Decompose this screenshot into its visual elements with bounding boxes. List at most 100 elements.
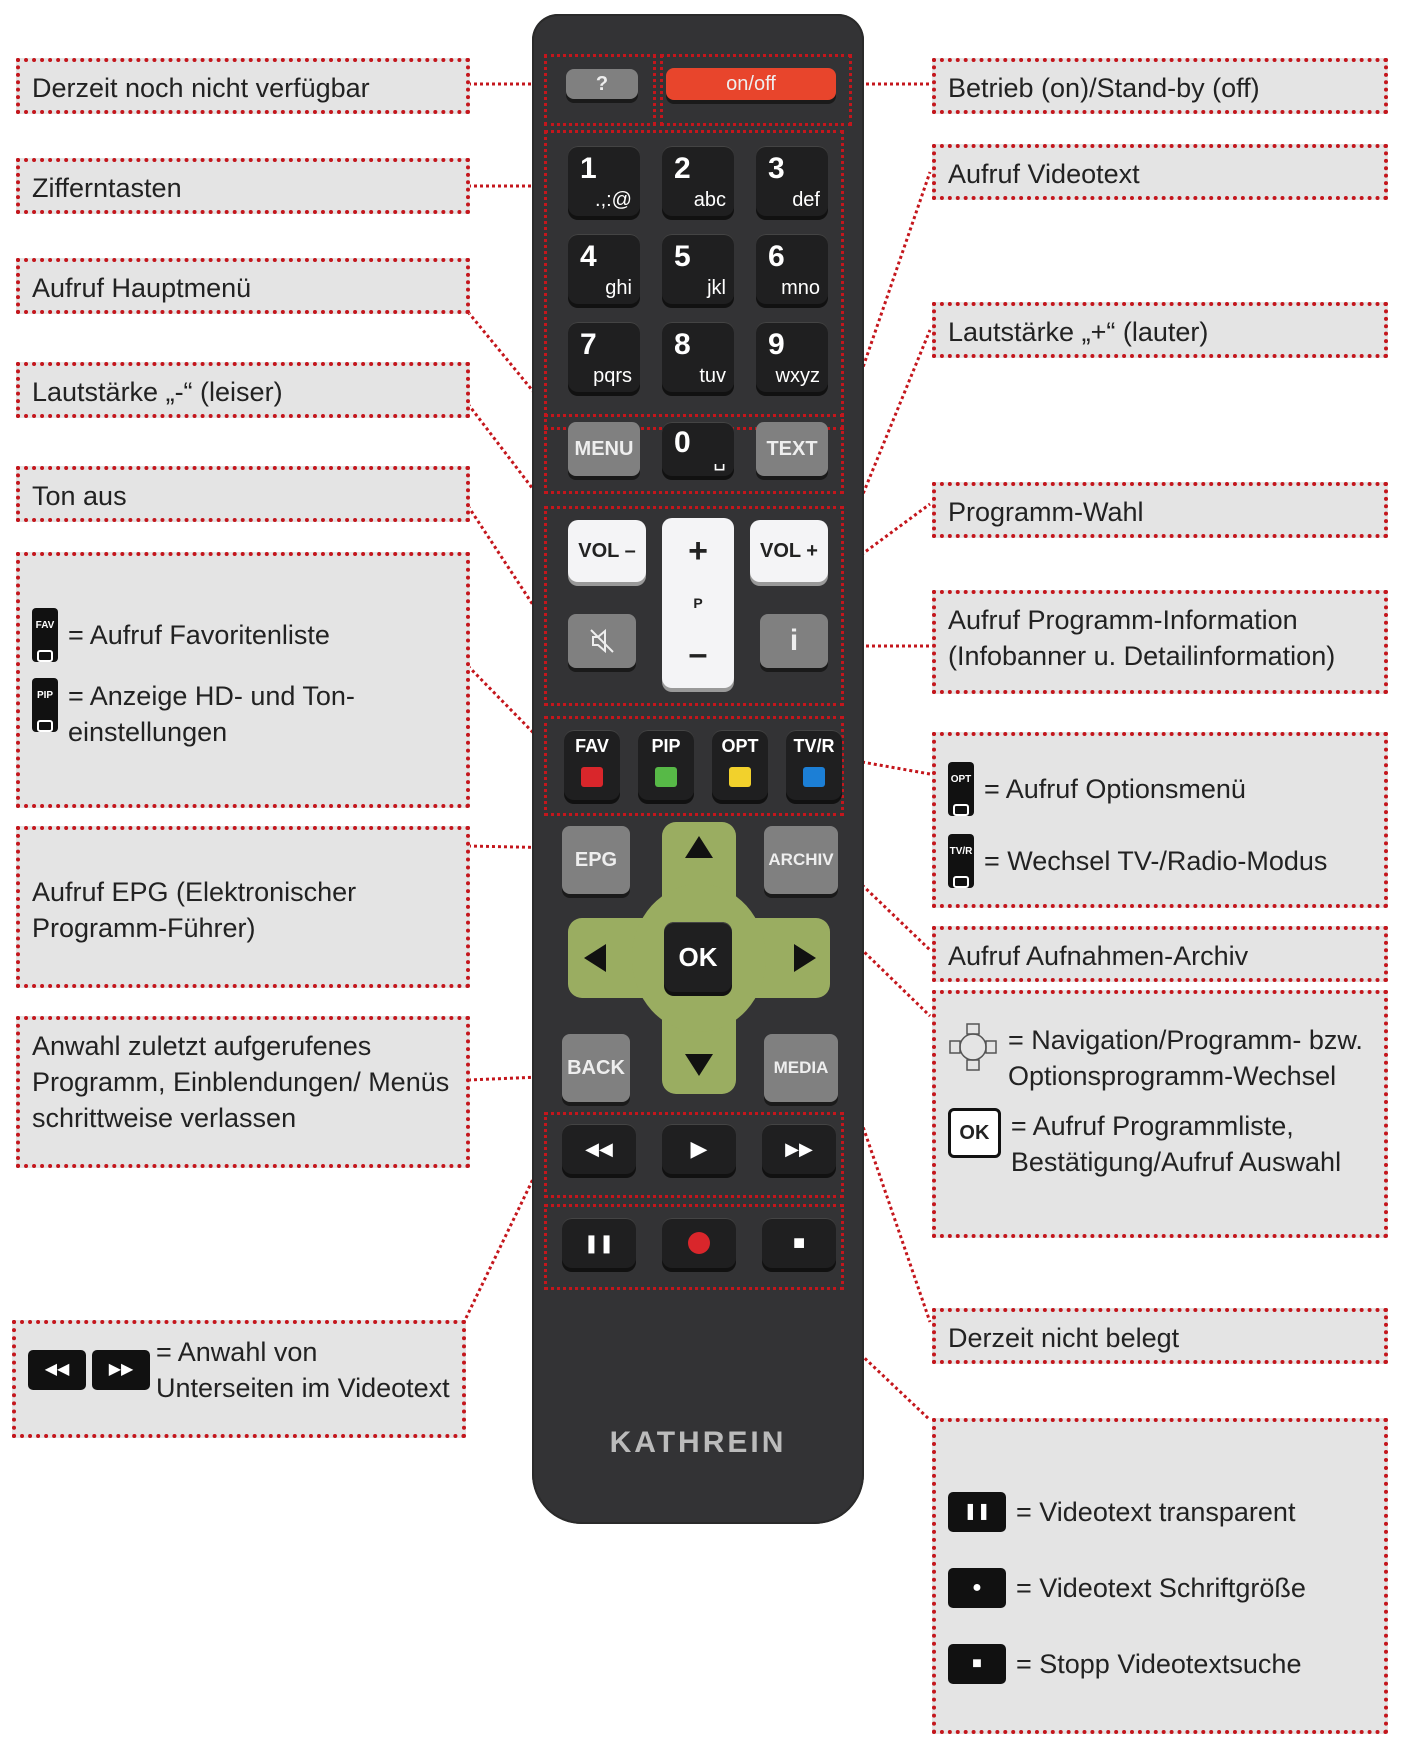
label-program-select: Programm-Wahl	[932, 482, 1388, 538]
tvr-row: TV/R = Wechsel TV-/Radio-Modus	[948, 834, 1372, 888]
back-button[interactable]: BACK	[562, 1034, 630, 1102]
fav-row: FAV = Aufruf Favoritenliste	[32, 608, 454, 662]
program-rocker[interactable]: + P –	[662, 518, 734, 688]
power-button[interactable]: on/off	[666, 68, 836, 100]
vol-minus-button[interactable]: VOL –	[568, 520, 646, 582]
label-not-assigned-text: Derzeit nicht belegt	[948, 1323, 1180, 1353]
play-button[interactable]: ▶	[662, 1124, 736, 1174]
label-program-info-text: Aufruf Programm-Information (Infobanner …	[948, 605, 1336, 671]
label-power: Betrieb (on)/Stand-by (off)	[932, 58, 1388, 114]
label-main-menu-text: Aufruf Hauptmenü	[32, 273, 252, 303]
epg-button[interactable]: EPG	[562, 826, 630, 894]
subpages-text: = Anwahl von Unterseiten im Videotext	[156, 1337, 450, 1403]
pause-button[interactable]: ❚❚	[562, 1218, 636, 1268]
label-program-info: Aufruf Programm-Information (Infobanner …	[932, 590, 1388, 694]
label-vol-up: Lautstärke „+“ (lauter)	[932, 302, 1388, 358]
pip-button[interactable]: PIP	[638, 730, 694, 800]
pause-row: ❚❚ = Videotext transparent	[948, 1492, 1372, 1532]
media-button[interactable]: MEDIA	[764, 1034, 838, 1102]
fav-text: = Aufruf Favoritenliste	[68, 620, 330, 650]
nav-row: = Navigation/Programm- bzw. Optionsprogr…	[948, 1022, 1372, 1094]
group-power	[660, 54, 852, 126]
label-back: Anwahl zuletzt aufgerufenes Programm, Ei…	[16, 1016, 470, 1168]
record-text: = Videotext Schriftgröße	[1016, 1573, 1306, 1603]
ok-button[interactable]: OK	[664, 922, 732, 992]
opt-button[interactable]: OPT	[712, 730, 768, 800]
stop-button[interactable]: ■	[762, 1218, 836, 1268]
program-down-label: –	[688, 635, 708, 673]
up-arrow-icon	[685, 836, 713, 858]
label-program-select-text: Programm-Wahl	[948, 497, 1144, 527]
opt-row: OPT = Aufruf Optionsmenü	[948, 762, 1372, 816]
nav-text: = Navigation/Programm- bzw. Optionsprogr…	[1008, 1025, 1363, 1091]
label-subpages: ◀◀ ▶▶ = Anwahl von Unterseiten im Videot…	[12, 1320, 466, 1438]
label-mute: Ton aus	[16, 466, 470, 522]
key-1[interactable]: 1.,:@	[568, 146, 640, 216]
label-opt-tvr: OPT = Aufruf Optionsmenü TV/R = Wechsel …	[932, 732, 1388, 908]
label-teletext-text: Aufruf Videotext	[948, 159, 1140, 189]
label-epg-text: Aufruf EPG (Elektronischer Programm-Führ…	[32, 877, 357, 943]
group-help	[544, 54, 656, 126]
down-arrow-icon	[685, 1054, 713, 1076]
tvr-button[interactable]: TV/R	[786, 730, 842, 800]
pip-key-icon: PIP	[32, 678, 58, 732]
text-button[interactable]: TEXT	[756, 422, 828, 476]
pip-text: = Anzeige HD- und Ton-einstellungen	[68, 681, 355, 747]
label-vol-down-text: Lautstärke „-“ (leiser)	[32, 377, 283, 407]
ok-text: = Aufruf Programmliste, Bestätigung/Aufr…	[1010, 1111, 1342, 1177]
navigation-cross-icon	[948, 1022, 998, 1072]
label-vol-up-text: Lautstärke „+“ (lauter)	[948, 317, 1209, 347]
opt-key-icon: OPT	[948, 762, 974, 816]
vol-plus-button[interactable]: VOL +	[750, 520, 828, 582]
label-teletext-functions: ❚❚ = Videotext transparent ● = Videotext…	[932, 1418, 1388, 1734]
mute-icon	[590, 628, 614, 654]
label-nav-ok: = Navigation/Programm- bzw. Optionsprogr…	[932, 990, 1388, 1238]
label-digit-keys: Zifferntasten	[16, 158, 470, 214]
key-0[interactable]: 0␣	[662, 422, 734, 476]
opt-text: = Aufruf Optionsmenü	[984, 774, 1246, 804]
label-epg: Aufruf EPG (Elektronischer Programm-Führ…	[16, 826, 470, 988]
left-arrow-icon	[584, 944, 606, 972]
tvr-text: = Wechsel TV-/Radio-Modus	[984, 846, 1328, 876]
label-vol-down: Lautstärke „-“ (leiser)	[16, 362, 470, 418]
stop-row: ■ = Stopp Videotextsuche	[948, 1644, 1372, 1684]
menu-button[interactable]: MENU	[568, 422, 640, 476]
archiv-button[interactable]: ARCHIV	[764, 826, 838, 894]
pause-text: = Videotext transparent	[1016, 1497, 1296, 1527]
yellow-indicator	[729, 767, 751, 787]
blue-indicator	[803, 767, 825, 787]
rewind-button[interactable]: ◀◀	[562, 1124, 636, 1174]
red-indicator	[581, 767, 603, 787]
label-teletext: Aufruf Videotext	[932, 144, 1388, 200]
mute-button[interactable]	[568, 614, 636, 668]
tvr-key-icon: TV/R	[948, 834, 974, 888]
ok-key-icon: OK	[948, 1108, 1001, 1158]
ok-row: OK = Aufruf Programmliste, Bestätigung/A…	[948, 1108, 1372, 1180]
fav-button[interactable]: FAV	[564, 730, 620, 800]
help-button[interactable]: ?	[566, 69, 638, 99]
green-indicator	[655, 767, 677, 787]
record-button[interactable]	[662, 1218, 736, 1268]
stop-icon: ■	[948, 1644, 1006, 1684]
record-icon: ●	[948, 1568, 1006, 1608]
fast-forward-icon: ▶▶	[92, 1350, 150, 1390]
label-fav-pip: FAV = Aufruf Favoritenliste PIP = Anzeig…	[16, 552, 470, 808]
pause-icon: ❚❚	[948, 1492, 1006, 1532]
program-up-label: +	[688, 532, 708, 570]
label-power-text: Betrieb (on)/Stand-by (off)	[948, 73, 1260, 103]
info-button[interactable]: i	[760, 614, 828, 668]
label-digit-keys-text: Zifferntasten	[32, 173, 182, 203]
label-mute-text: Ton aus	[32, 481, 127, 511]
fast-forward-button[interactable]: ▶▶	[762, 1124, 836, 1174]
record-row: ● = Videotext Schriftgröße	[948, 1568, 1372, 1608]
label-back-text: Anwahl zuletzt aufgerufenes Programm, Ei…	[32, 1031, 450, 1133]
